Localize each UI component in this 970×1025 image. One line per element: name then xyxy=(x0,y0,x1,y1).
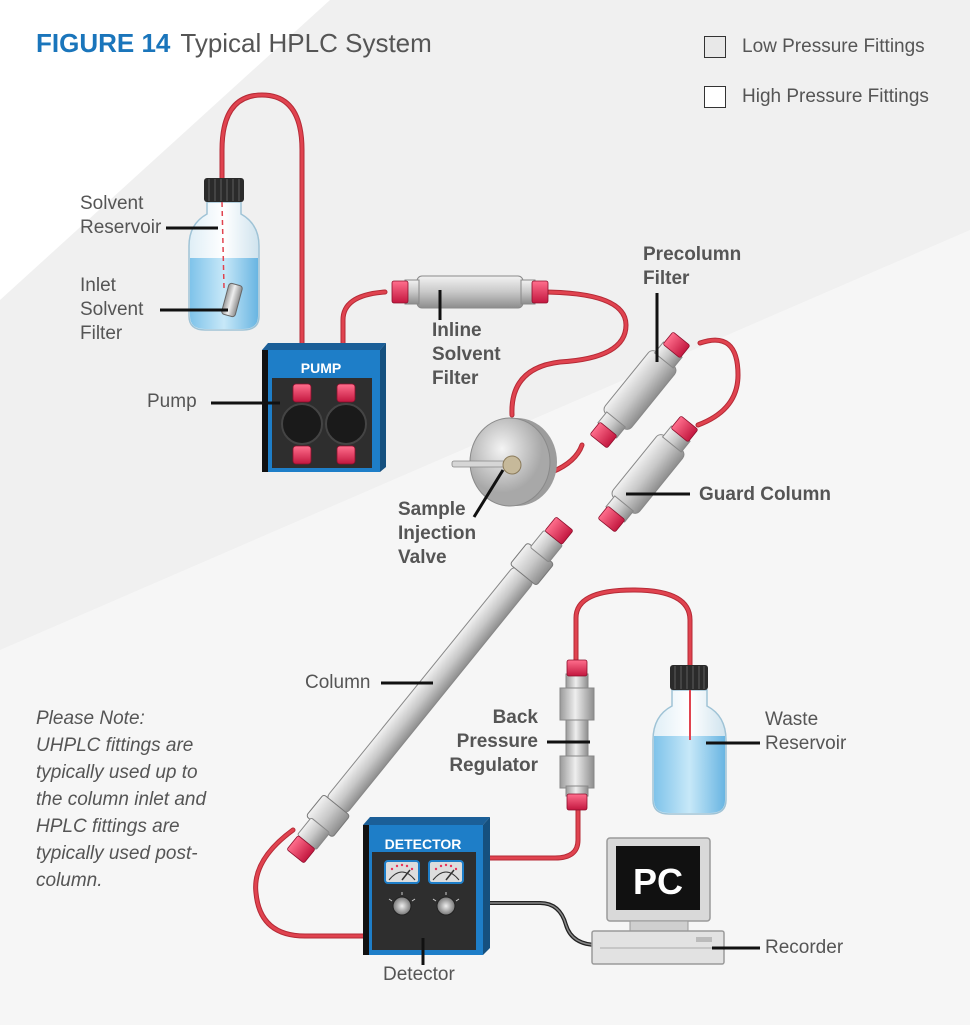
label-waste-reservoir: Waste Reservoir xyxy=(765,709,847,754)
label-solvent-reservoir: Solvent Reservoir xyxy=(80,193,162,238)
legend-label-low: Low Pressure Fittings xyxy=(742,36,925,57)
label-precolumn-filter: Precolumn Filter xyxy=(643,244,742,289)
label-recorder: Recorder xyxy=(765,937,844,958)
detector-panel-text: DETECTOR xyxy=(385,836,462,852)
label-pump: Pump xyxy=(147,391,197,412)
figure-number: FIGURE 14 xyxy=(36,28,171,58)
legend-label-high: High Pressure Fittings xyxy=(742,86,929,107)
label-inline-solvent-filter: Inline Solvent Filter xyxy=(432,320,501,389)
waste-reservoir-bottle xyxy=(652,665,727,815)
pump-unit: PUMP xyxy=(262,343,386,472)
label-sample-injection-valve: Sample Injection Valve xyxy=(398,499,477,568)
pump-panel-text: PUMP xyxy=(301,360,341,376)
back-pressure-regulator xyxy=(559,659,595,811)
leader-lines xyxy=(160,226,760,965)
tubing xyxy=(219,92,741,947)
figure-caption: Typical HPLC System xyxy=(180,28,432,58)
meter-left-icon xyxy=(384,860,420,884)
inlet-filter-icon xyxy=(221,282,243,318)
label-inlet-solvent-filter: Inlet Solvent Filter xyxy=(80,275,144,344)
label-back-pressure-regulator: Back Pressure Regulator xyxy=(449,707,538,776)
legend-high-pressure: High Pressure Fittings xyxy=(704,86,929,108)
pc-screen-text: PC xyxy=(633,861,683,902)
figure-title: FIGURE 14 Typical HPLC System xyxy=(36,28,432,59)
inline-solvent-filter xyxy=(391,275,549,309)
meter-right-icon xyxy=(428,860,464,884)
pc-recorder: PC xyxy=(591,837,725,965)
solvent-reservoir-bottle xyxy=(188,178,260,331)
precolumn-filter xyxy=(590,332,690,448)
label-detector: Detector xyxy=(383,964,455,985)
legend-low-pressure: Low Pressure Fittings xyxy=(704,36,925,58)
label-guard-column: Guard Column xyxy=(699,484,831,505)
detector-unit: DETECTOR xyxy=(363,817,490,955)
sample-injection-valve xyxy=(451,417,557,507)
analytical-column xyxy=(287,517,573,863)
legend-swatch-high xyxy=(704,86,726,108)
legend-swatch-low xyxy=(704,36,726,58)
label-column: Column xyxy=(305,672,371,693)
footnote-note: Please Note: UHPLC fittings are typicall… xyxy=(36,708,207,891)
